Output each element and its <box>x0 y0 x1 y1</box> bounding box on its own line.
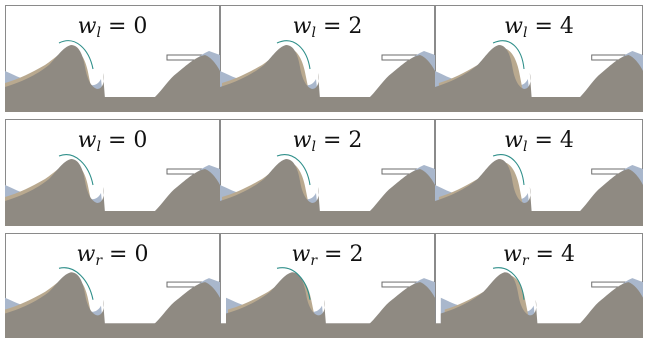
bottom-strip <box>435 97 643 112</box>
overlap-wave <box>5 272 105 326</box>
wave-shape <box>220 5 435 112</box>
bottom-strip <box>435 323 643 338</box>
wave-shape <box>220 233 435 338</box>
panel-r2-c0: wr = 0 <box>5 233 220 338</box>
bottom-strip <box>5 323 220 338</box>
wave-shape <box>5 233 220 338</box>
overlap-wave <box>220 45 320 99</box>
bottom-strip <box>220 211 435 226</box>
overlap-wave <box>5 159 105 213</box>
wave-shape <box>5 5 220 112</box>
panel-r1-c1: wl = 2 <box>220 119 435 226</box>
interface-curve <box>276 267 311 300</box>
overlap-wave <box>226 272 326 326</box>
ledge <box>381 281 435 288</box>
panel-content <box>435 154 643 226</box>
overlap-wave <box>435 45 532 99</box>
wave-shape <box>435 5 643 112</box>
wave-shape <box>435 233 643 338</box>
ledge <box>591 54 643 61</box>
bottom-strip <box>435 211 643 226</box>
wave-shape <box>435 119 643 226</box>
ledge <box>591 281 643 288</box>
bottom-strip <box>5 97 220 112</box>
ledge <box>381 54 435 61</box>
panel-content <box>220 40 435 112</box>
panel-content <box>220 154 435 226</box>
overlap-wave <box>220 159 320 213</box>
overlap-wave <box>5 45 105 99</box>
interface-curve <box>58 154 94 186</box>
ledge <box>381 168 435 175</box>
interface-curve <box>492 154 525 186</box>
panel-r0-c2: wl = 4 <box>435 5 643 112</box>
ledge <box>166 54 220 61</box>
overlap-wave <box>440 272 538 326</box>
panel-r2-c1: wr = 2 <box>220 233 435 338</box>
ledge <box>166 281 220 288</box>
interface-curve <box>276 154 311 186</box>
overlap-wave <box>435 159 532 213</box>
panel-content <box>435 267 643 338</box>
bottom-strip <box>220 97 435 112</box>
panel-r1-c0: wl = 0 <box>5 119 220 226</box>
panel-r0-c1: wl = 2 <box>220 5 435 112</box>
panel-content <box>5 267 220 338</box>
panel-r1-c2: wl = 4 <box>435 119 643 226</box>
interface-curve <box>492 267 525 300</box>
wave-shape <box>220 119 435 226</box>
panel-content <box>435 40 643 112</box>
bottom-strip <box>5 211 220 226</box>
interface-curve <box>492 40 525 70</box>
interface-curve <box>58 40 94 70</box>
panel-content <box>220 267 435 338</box>
panel-r0-c0: wl = 0 <box>5 5 220 112</box>
bottom-strip <box>220 323 435 338</box>
panel-content <box>5 40 220 112</box>
panel-content <box>5 154 220 226</box>
interface-curve <box>276 40 311 70</box>
ledge <box>166 168 220 175</box>
wave-shape <box>5 119 220 226</box>
interface-curve <box>58 267 94 300</box>
panel-r2-c2: wr = 4 <box>435 233 643 338</box>
ledge <box>591 168 643 175</box>
